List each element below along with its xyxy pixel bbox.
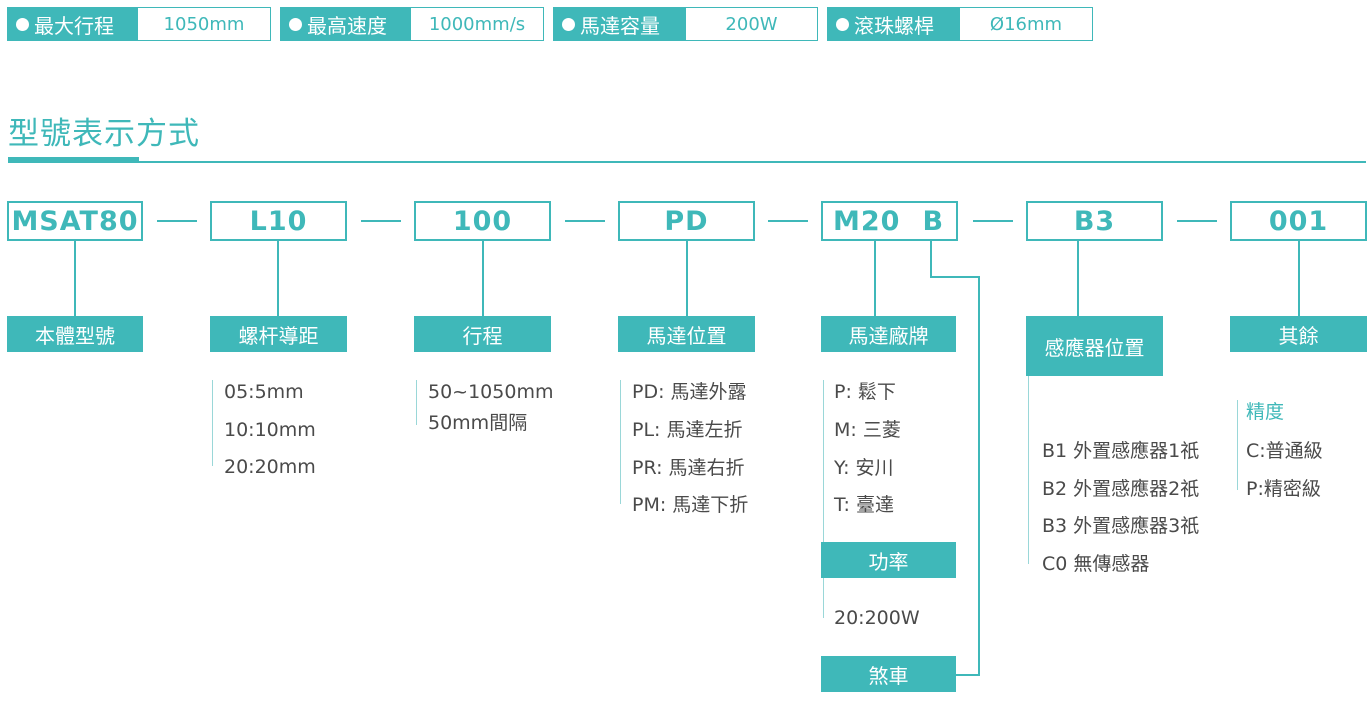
option-motor-pd: PD: 馬達外露 — [632, 381, 747, 403]
spec-max-stroke: 最大行程 1050mm — [7, 7, 271, 41]
connector-line — [74, 241, 76, 316]
option-bracket — [823, 578, 824, 618]
code-motor-brake: B — [922, 205, 945, 237]
connector-line — [482, 241, 484, 316]
spec-max-speed: 最高速度 1000mm/s — [280, 7, 544, 41]
code-separator — [157, 220, 197, 222]
spec-label: 最大行程 — [8, 8, 138, 40]
option-bracket — [416, 380, 417, 425]
code-separator — [973, 220, 1013, 222]
option-bracket — [620, 380, 621, 504]
spec-label: 滾珠螺桿 — [828, 8, 960, 40]
option-sensor-b1: B1 外置感應器1祇 — [1042, 440, 1200, 462]
connector-line — [1077, 241, 1079, 316]
option-stroke-range: 50~1050mm — [428, 381, 554, 403]
option-lead-10: 10:10mm — [224, 419, 316, 441]
code-motor-power: M20 — [833, 205, 901, 237]
code-stroke: 100 — [414, 201, 551, 241]
option-stroke-interval: 50mm間隔 — [428, 412, 528, 434]
bullet-dot-icon — [289, 17, 302, 31]
option-bracket — [1028, 376, 1029, 564]
option-bracket — [212, 380, 213, 466]
label-motor-brand: 馬達廠牌 — [821, 316, 956, 352]
option-motor-pm: PM: 馬達下折 — [632, 494, 749, 516]
code-separator — [768, 220, 808, 222]
section-title: 型號表示方式 — [8, 116, 200, 152]
option-sensor-c0: C0 無傳感器 — [1042, 553, 1150, 575]
label-body-model: 本體型號 — [7, 316, 143, 352]
connector-line — [874, 241, 876, 316]
option-bracket — [823, 380, 824, 542]
code-separator — [1177, 220, 1217, 222]
option-precision-high: P:精密級 — [1246, 478, 1321, 500]
option-motor-pr: PR: 馬達右折 — [632, 457, 745, 479]
option-lead-20: 20:20mm — [224, 456, 316, 478]
option-brand-m: M: 三菱 — [834, 419, 901, 441]
bullet-dot-icon — [16, 17, 29, 31]
label-brake: 煞車 — [821, 656, 956, 692]
option-brand-t: T: 臺達 — [834, 494, 894, 516]
label-other: 其餘 — [1230, 316, 1367, 352]
code-lead: L10 — [210, 201, 347, 241]
option-bracket — [1237, 400, 1238, 490]
brake-connector-line — [930, 276, 980, 278]
label-lead: 螺杆導距 — [210, 316, 347, 352]
code-body-model: MSAT80 — [7, 201, 143, 241]
label-sensor-position: 感應器位置 — [1026, 316, 1163, 376]
option-sensor-b3: B3 外置感應器3祇 — [1042, 515, 1200, 537]
spec-motor-capacity: 馬達容量 200W — [553, 7, 818, 41]
label-stroke: 行程 — [414, 316, 551, 352]
code-separator — [361, 220, 401, 222]
brake-connector-line — [978, 276, 980, 676]
spec-value: Ø16mm — [989, 13, 1063, 35]
label-motor-position: 馬達位置 — [618, 316, 755, 352]
option-lead-5: 05:5mm — [224, 381, 304, 403]
code-motor-position: PD — [618, 201, 755, 241]
connector-line — [1298, 241, 1300, 316]
connector-line — [277, 241, 279, 316]
option-brand-y: Y: 安川 — [834, 457, 894, 479]
code-separator — [565, 220, 605, 222]
option-power-200w: 20:200W — [834, 607, 920, 629]
spec-value: 1050mm — [163, 13, 245, 35]
bullet-dot-icon — [836, 17, 849, 31]
brake-connector-line — [956, 674, 980, 676]
brake-connector-line — [930, 241, 932, 278]
connector-line — [686, 241, 688, 316]
option-precision-title: 精度 — [1246, 401, 1285, 423]
option-sensor-b2: B2 外置感應器2祇 — [1042, 478, 1200, 500]
spec-label: 馬達容量 — [554, 8, 686, 40]
label-power: 功率 — [821, 542, 956, 578]
option-motor-pl: PL: 馬達左折 — [632, 419, 743, 441]
bullet-dot-icon — [562, 17, 575, 31]
spec-ball-screw: 滾珠螺桿 Ø16mm — [827, 7, 1093, 41]
section-divider-accent — [8, 157, 139, 163]
code-other: 001 — [1230, 201, 1367, 241]
option-brand-p: P: 鬆下 — [834, 381, 896, 403]
code-sensor: B3 — [1026, 201, 1163, 241]
code-motor: M20 B — [821, 201, 958, 241]
option-precision-normal: C:普通級 — [1246, 440, 1323, 462]
spec-value: 1000mm/s — [428, 13, 526, 35]
spec-label: 最高速度 — [281, 8, 411, 40]
spec-value: 200W — [725, 13, 778, 35]
section-divider — [8, 161, 1366, 163]
